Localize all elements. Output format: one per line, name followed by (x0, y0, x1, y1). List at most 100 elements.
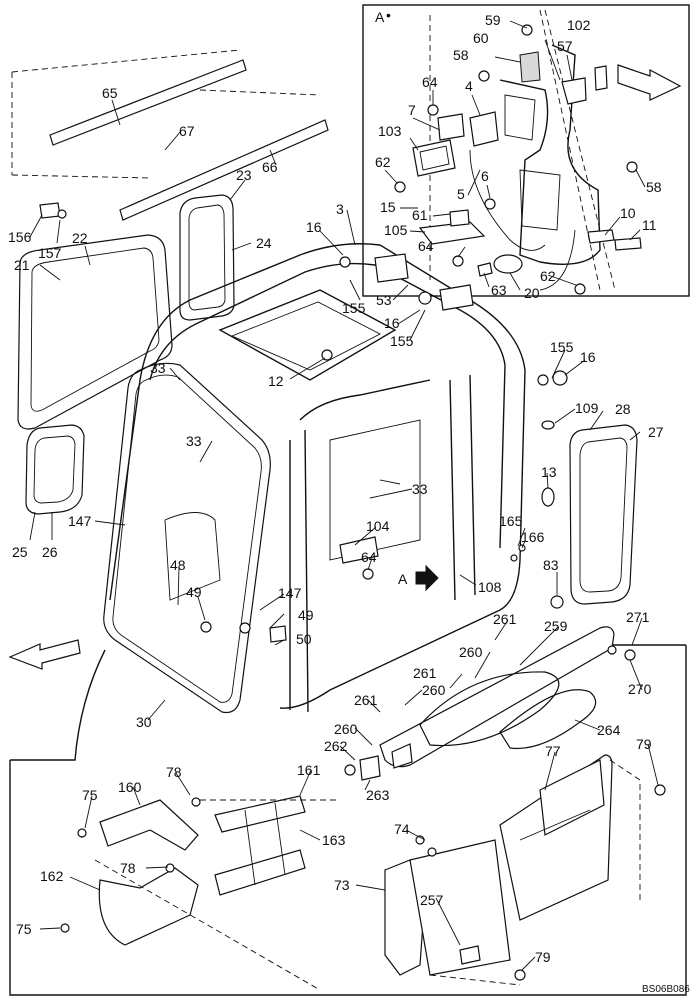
callout-label: 30 (136, 714, 152, 730)
callout-label: 257 (420, 892, 444, 908)
callout-label: 64 (361, 549, 377, 565)
callout-label: 79 (535, 949, 551, 965)
callout-label: 53 (376, 292, 392, 308)
callout-label: 270 (628, 681, 652, 697)
callout-label: 50 (296, 631, 312, 647)
callout-label: 103 (378, 123, 402, 139)
callout-label: 64 (418, 238, 434, 254)
callout-label: 28 (615, 401, 631, 417)
callout-label: 73 (334, 877, 350, 893)
callout-label: 33 (186, 433, 202, 449)
callout-label: 20 (524, 285, 540, 301)
callout-label: 155 (390, 333, 414, 349)
callout-label: 77 (545, 743, 561, 759)
callout-label: 147 (68, 513, 92, 529)
callout-label: 155 (342, 300, 366, 316)
callout-label: 261 (413, 665, 437, 681)
cab-small-parts (8, 202, 568, 670)
callout-label: 13 (541, 464, 557, 480)
callout-label: 25 (12, 544, 28, 560)
callout-label: 6 (481, 168, 489, 184)
callout-label: 75 (82, 787, 98, 803)
callout-label: 16 (306, 219, 322, 235)
callout-label: 66 (262, 159, 278, 175)
callout-label: 262 (324, 738, 348, 754)
callout-label: 63 (491, 282, 507, 298)
small-front-window (25, 424, 85, 515)
callout-label: 155 (550, 339, 574, 355)
callout-label: 7 (408, 102, 416, 118)
callout-label: 162 (40, 868, 64, 884)
callout-label: 105 (384, 222, 408, 238)
callout-label: 75 (16, 921, 32, 937)
callout-label: 166 (521, 529, 545, 545)
callout-label: 33 (412, 481, 428, 497)
callout-label: 58 (453, 47, 469, 63)
callout-label: 261 (493, 611, 517, 627)
callout-label: 260 (334, 721, 358, 737)
callout-label: 161 (297, 762, 321, 778)
callout-label: 26 (42, 544, 58, 560)
view-a-arrow-icon (415, 564, 439, 592)
callout-label: 147 (278, 585, 302, 601)
callout-label: 109 (575, 400, 599, 416)
callout-label: 104 (366, 518, 390, 534)
leader-lines (29, 20, 659, 971)
roof-trim-parts (11, 49, 329, 221)
callout-label: 83 (543, 557, 559, 573)
callout-label: 27 (648, 424, 664, 440)
callout-label: 4 (465, 78, 473, 94)
callout-label: 48 (170, 557, 186, 573)
callout-label: 108 (478, 579, 502, 595)
upper-door-window (179, 194, 235, 321)
right-side-window (569, 424, 638, 605)
callout-label: 5 (457, 186, 465, 202)
callout-label: 15 (380, 199, 396, 215)
callout-label: 160 (118, 779, 142, 795)
front-window-seal (103, 362, 271, 714)
callout-label: 57 (557, 38, 573, 54)
callout-label: 78 (166, 764, 182, 780)
callout-label: 260 (422, 682, 446, 698)
callout-label: 79 (636, 736, 652, 752)
door-seal-parts (344, 626, 636, 781)
detail-view-a-frame (362, 4, 690, 297)
figure-id: BS06B086 (642, 984, 690, 995)
view-a-label: A (375, 9, 385, 25)
callout-label: 165 (499, 513, 523, 529)
callout-label: 264 (597, 722, 621, 738)
callout-label: 157 (38, 245, 62, 261)
callout-label: 58 (646, 179, 662, 195)
view-a-arrow-label: A (398, 571, 408, 587)
callout-label: 12 (268, 373, 284, 389)
callout-label: 61 (412, 207, 428, 223)
callout-label: 67 (179, 123, 195, 139)
callout-label: 22 (72, 230, 88, 246)
callout-label: 16 (384, 315, 400, 331)
callout-label: 260 (459, 644, 483, 660)
callout-label: 62 (540, 268, 556, 284)
callout-label: 74 (394, 821, 410, 837)
callout-label: 49 (186, 584, 202, 600)
callout-label: 60 (473, 30, 489, 46)
front-direction-arrow-icon (8, 639, 81, 670)
callout-label: 49 (298, 607, 314, 623)
callout-label: 271 (626, 609, 650, 625)
callout-label: 3 (336, 201, 344, 217)
left-window-glass (17, 234, 173, 430)
callout-label: 78 (120, 860, 136, 876)
callout-label: 261 (354, 692, 378, 708)
callout-label: 65 (102, 85, 118, 101)
callout-label: 16 (580, 349, 596, 365)
callout-label: 259 (544, 618, 568, 634)
callout-label: 163 (322, 832, 346, 848)
callout-label: 64 (422, 74, 438, 90)
callout-label: 10 (620, 205, 636, 221)
callout-label: 21 (14, 257, 30, 273)
direction-arrow-icon (617, 64, 682, 101)
callout-label: 11 (642, 217, 657, 233)
view-a-mark: • (386, 7, 391, 23)
air-duct-parts (60, 795, 340, 991)
callout-label: 263 (366, 787, 390, 803)
